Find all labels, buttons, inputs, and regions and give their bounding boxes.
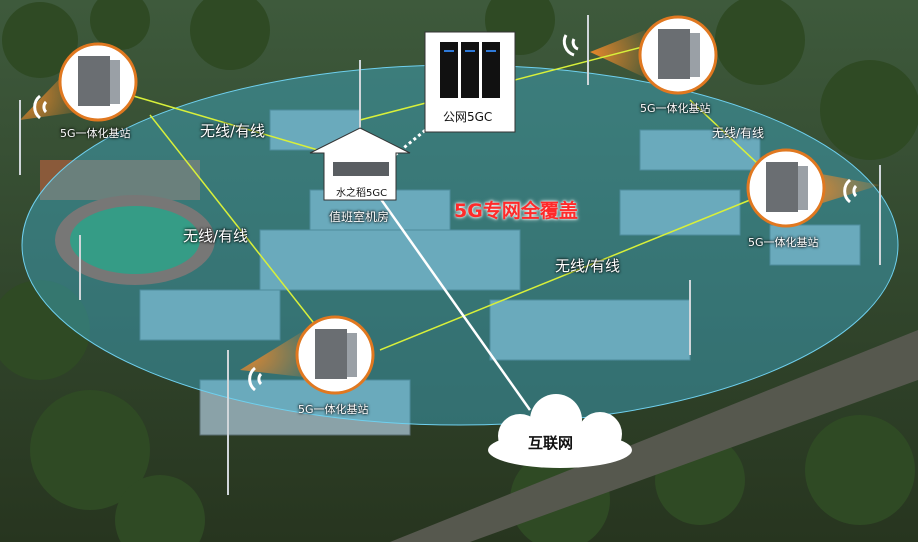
internet-link: [376, 194, 532, 411]
public-5gc-label: 公网5GC: [443, 110, 493, 124]
link-label-2: 无线/有线: [183, 227, 249, 245]
base-station-4: [295, 315, 375, 395]
link-label-4: 无线/有线: [712, 126, 765, 140]
base-station-3: [746, 148, 826, 228]
sports-field: [40, 160, 215, 285]
base-station-2: [638, 15, 718, 95]
public-5gc-server: [424, 31, 516, 133]
room-label: 值班室机房: [329, 210, 390, 224]
base-station-label-1: 5G一体化基站: [60, 127, 131, 140]
base-station-1: [58, 42, 138, 122]
signal-icons: [33, 34, 858, 392]
light-poles: [19, 15, 881, 495]
base-station-label-4: 5G一体化基站: [298, 403, 369, 416]
link-label-1: 无线/有线: [200, 122, 266, 140]
internet-label: 互联网: [528, 434, 574, 452]
link-label-3: 无线/有线: [555, 257, 621, 275]
local-5gc-label: 水之稻5GC: [336, 188, 388, 199]
local-5gc-house: [309, 127, 411, 201]
base-station-label-3: 5G一体化基站: [748, 236, 819, 249]
base-station-label-2: 5G一体化基站: [640, 102, 711, 115]
beam-bottom: [240, 330, 312, 378]
internet-cloud: [488, 394, 632, 468]
buildings: [139, 109, 861, 436]
coverage-headline: 5G专网全覆盖: [454, 200, 578, 222]
beam-right-top: [590, 30, 650, 80]
road: [390, 330, 918, 542]
